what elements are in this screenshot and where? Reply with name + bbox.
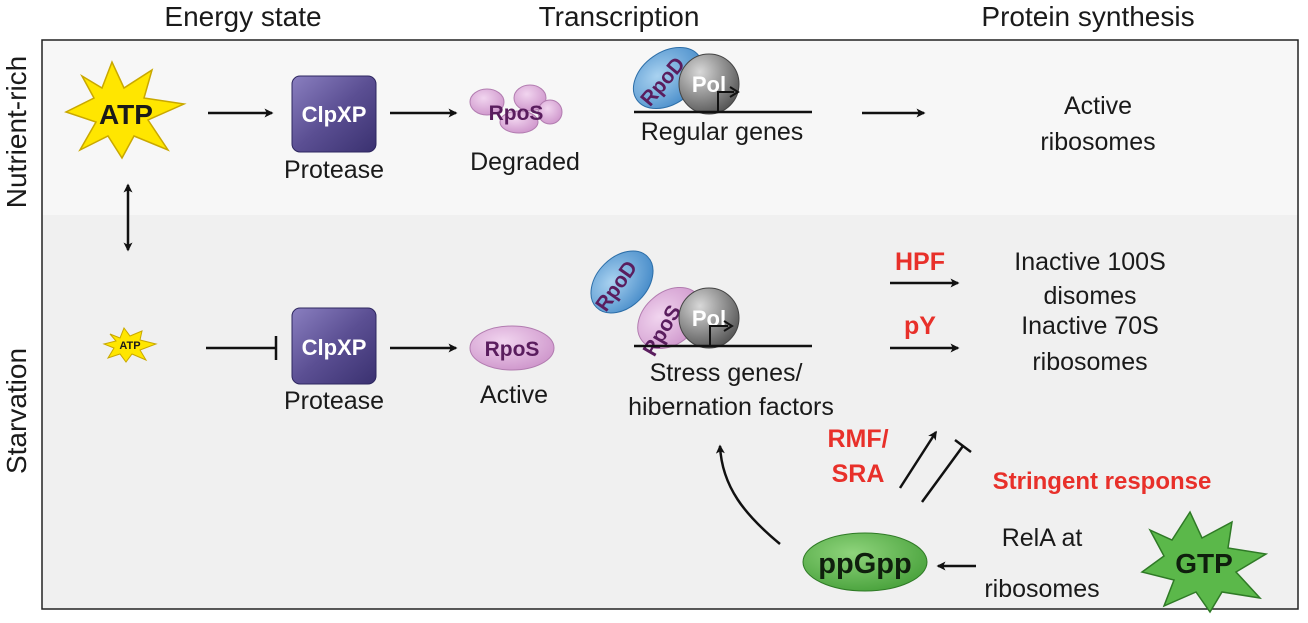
hpf-label: HPF [895,248,945,276]
pol-top: Pol [678,53,740,115]
arrow-rmf-sra [898,430,938,489]
clpxp-box-top: ClpXP [291,75,377,153]
svg-text:RpoS: RpoS [489,102,544,125]
inactive-70s-line1: Inactive 70S [1021,312,1159,340]
inactive-100s-line2: disomes [1043,282,1136,310]
starvation-panel [42,215,1298,609]
inactive-100s-line1: Inactive 100S [1014,248,1166,276]
svg-text:GTP: GTP [1175,548,1233,579]
rela-line1: RelA at [1002,524,1083,552]
stringent-response-label: Stringent response [993,468,1212,495]
active-label: Active [480,381,548,409]
degraded-label: Degraded [470,148,580,176]
svg-text:ClpXP: ClpXP [302,335,367,360]
ppgpp-oval: ppGpp [802,532,928,592]
gtp-star: GTP [1140,510,1269,614]
svg-text:ATP: ATP [99,99,153,130]
svg-text:Pol: Pol [692,72,726,97]
header-transcription: Transcription [539,1,700,32]
active-ribosomes-line1: Active [1064,92,1132,120]
rela-line2: ribosomes [984,575,1099,603]
inactive-70s-line2: ribosomes [1032,348,1147,376]
active-ribosomes-line2: ribosomes [1040,128,1155,156]
sra-label: SRA [832,460,885,488]
atp-star-small: ATP [102,326,158,363]
svg-text:ClpXP: ClpXP [302,102,367,127]
header-protein-synthesis: Protein synthesis [981,1,1194,32]
svg-text:ATP: ATP [119,340,140,352]
header-energy-state: Energy state [164,1,321,32]
gene-line-bottom [634,320,812,348]
py-label: pY [904,312,936,340]
rpod-bottom: RpoD [590,250,654,316]
stress-genes-line2: hibernation factors [628,393,834,421]
atp-star-large: ATP [64,60,187,160]
rpos-active: RpoS [469,325,555,371]
protease-label-top: Protease [284,156,384,184]
regular-genes-label: Regular genes [641,118,804,146]
row-label-nutrient-rich: Nutrient-rich [1,56,32,208]
clpxp-box-bottom: ClpXP [291,307,377,385]
arrow-ppgpp-to-stress-genes [715,444,781,545]
diagram-frame [41,39,1299,610]
row-label-starvation: Starvation [1,348,32,474]
rmf-label: RMF/ [827,425,888,453]
gene-line-top [634,86,812,114]
protease-label-bottom: Protease [284,387,384,415]
svg-text:ppGpp: ppGpp [818,548,911,580]
inhibition-stringent [920,439,972,503]
stress-genes-line1: Stress genes/ [650,359,803,387]
inhibition-atp-to-clpxp [206,336,278,360]
rpos-degraded: RpoS [469,84,563,134]
svg-text:RpoS: RpoS [485,338,540,361]
